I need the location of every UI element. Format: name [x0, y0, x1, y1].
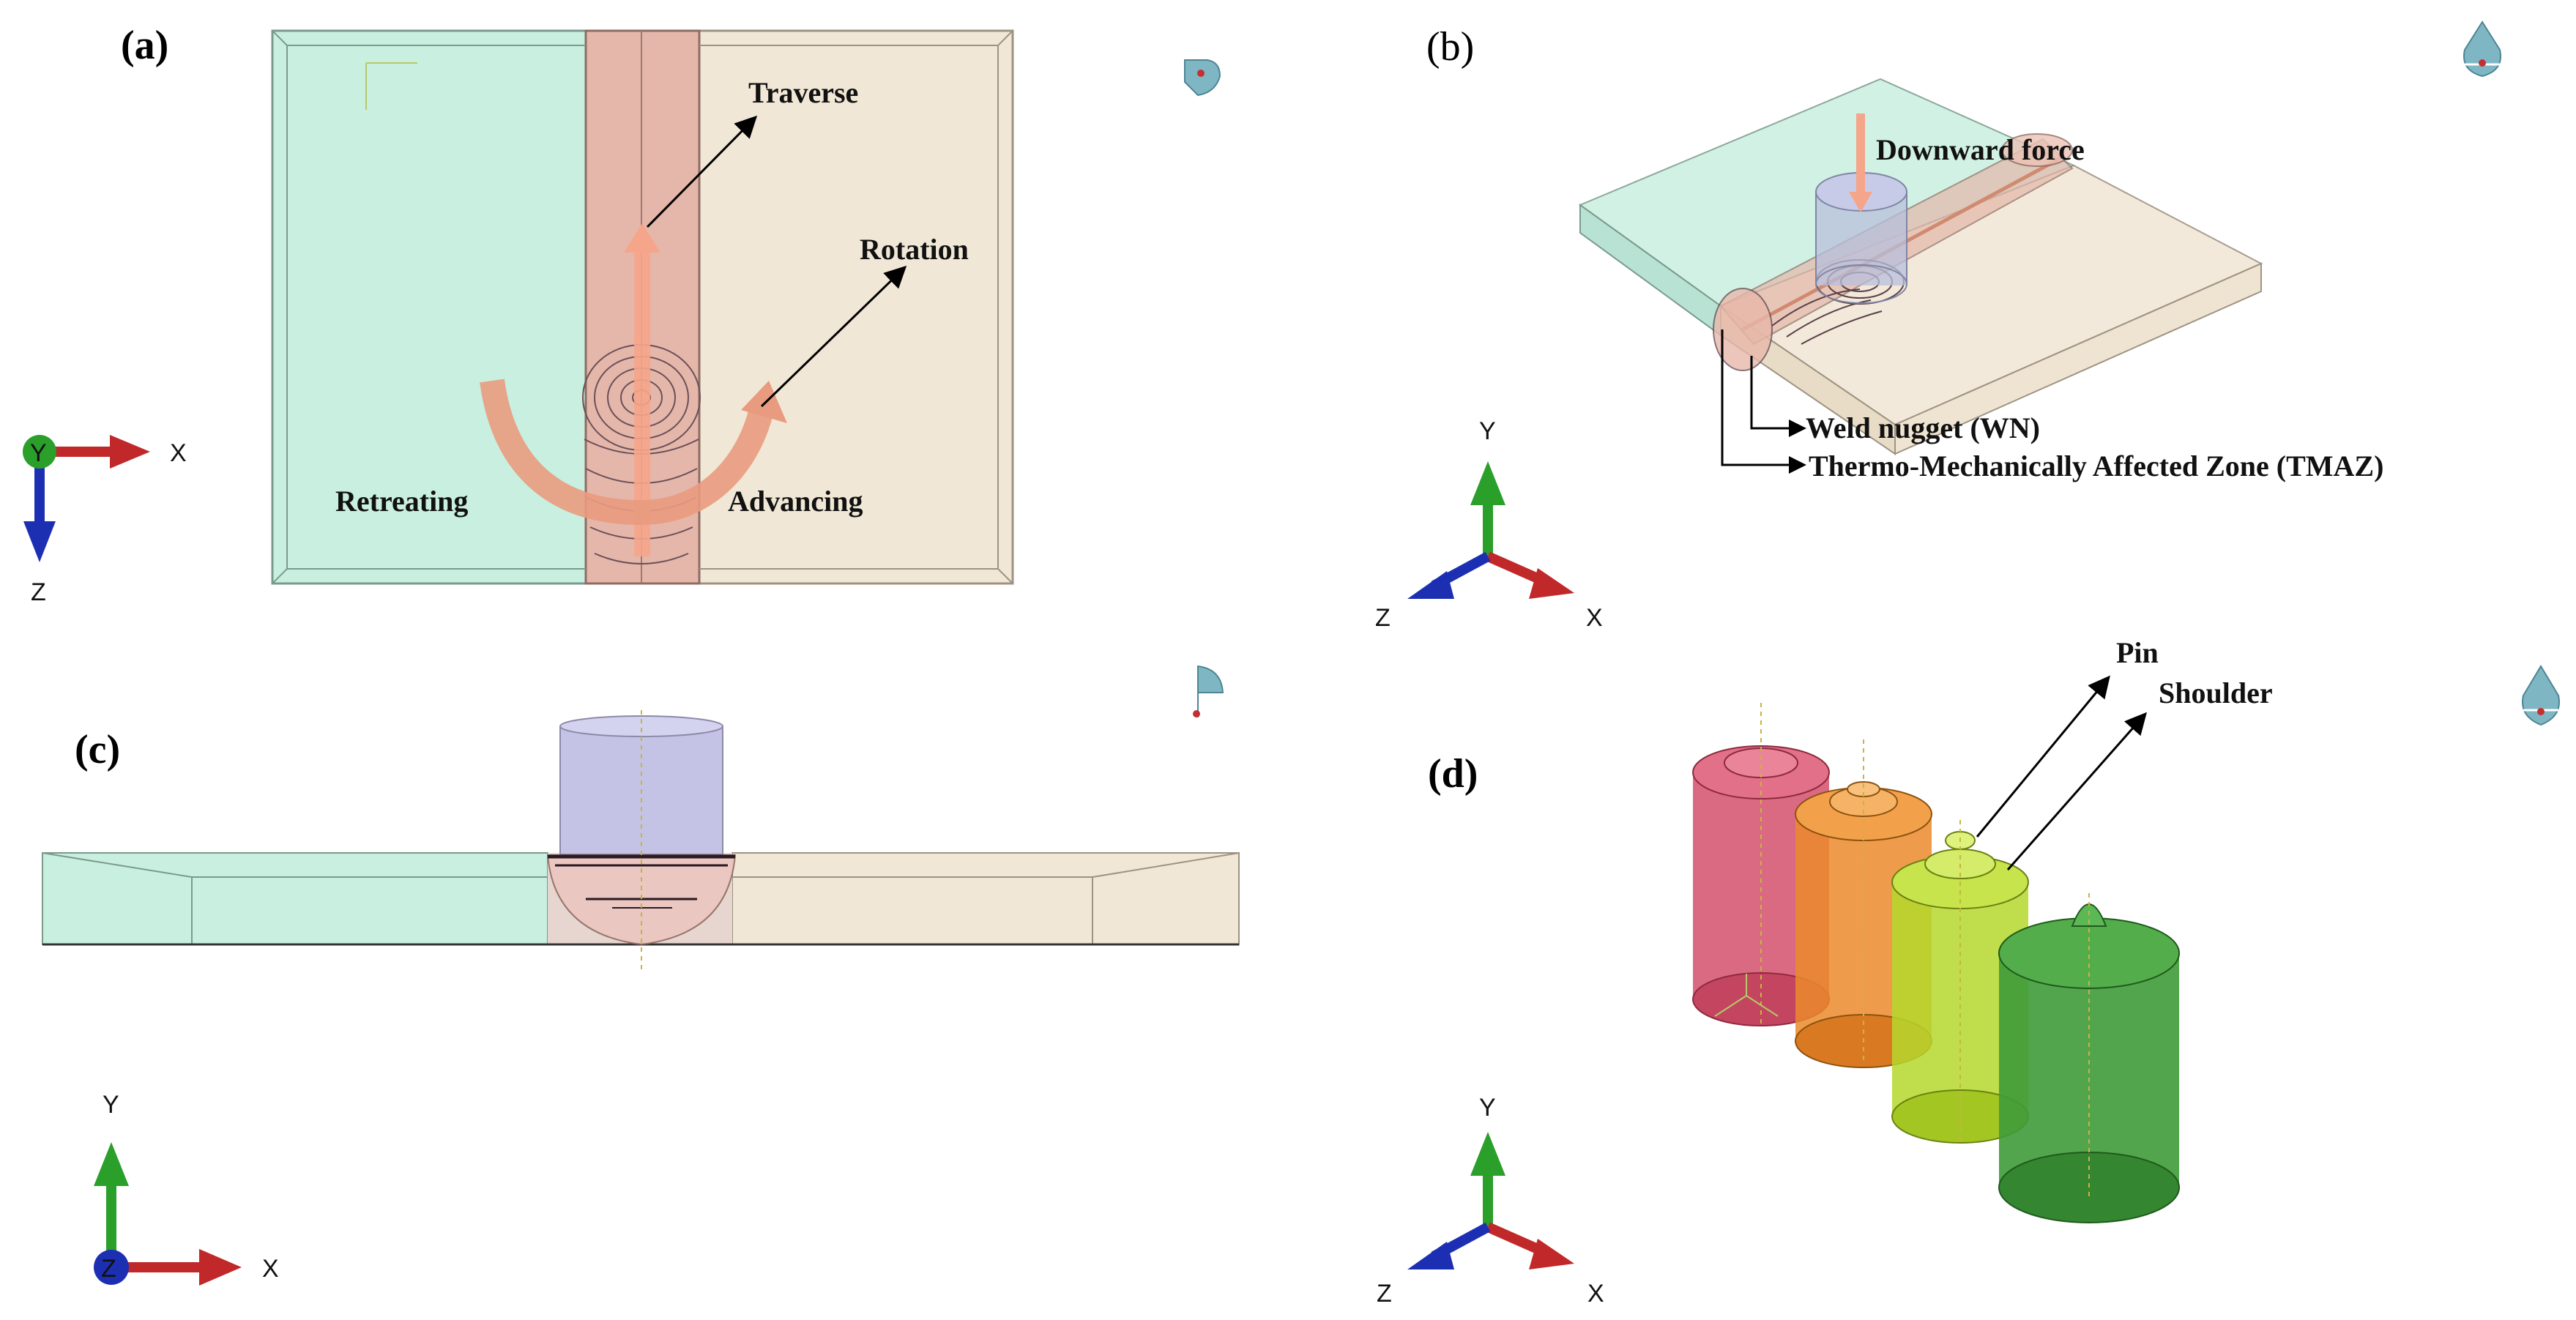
tmaz-label: Thermo-Mechanically Affected Zone (TMAZ) [1809, 450, 2383, 482]
retreating-plate-side [42, 852, 548, 945]
panel-c: (c) [42, 665, 1240, 1286]
triad-c-x-label: X [262, 1255, 279, 1283]
advancing-label: Advancing [728, 485, 863, 518]
panel-b: (b) [1375, 20, 2501, 632]
axis-triad-b: Y Z X [1375, 417, 1603, 632]
tmaz-leader [1721, 329, 1806, 474]
tool-body-c [546, 710, 737, 970]
triad-b-x-label: X [1586, 604, 1603, 632]
local-csys-d [1714, 974, 1779, 1017]
view-cube-icon-b [2463, 20, 2501, 78]
traverse-leader [646, 115, 758, 228]
triad-c-z-label: Z [101, 1255, 116, 1283]
tool-green [1998, 893, 2180, 1223]
triad-a-z-label: Z [31, 578, 46, 606]
panel-c-label: (c) [75, 727, 120, 772]
rotation-leader [760, 265, 907, 408]
panel-d-label: (d) [1428, 751, 1478, 797]
triad-a-x-label: X [170, 439, 187, 467]
pin-leader [1976, 675, 2110, 838]
advancing-plate-side [732, 852, 1240, 945]
local-csys-a [365, 62, 417, 110]
triad-a-center-label: Y [30, 439, 47, 467]
shoulder-leader [2006, 712, 2147, 870]
triad-b-y-label: Y [1479, 417, 1496, 445]
view-cube-icon-a [1184, 59, 1221, 97]
triad-c-y-label: Y [103, 1091, 119, 1119]
pin-label: Pin [2116, 636, 2159, 669]
view-cube-icon-d [2522, 665, 2560, 726]
axis-triad-a: Y X Z [23, 435, 187, 606]
triad-d-x-label: X [1587, 1280, 1604, 1308]
triad-d-z-label: Z [1377, 1280, 1392, 1308]
panel-b-label: (b) [1426, 24, 1474, 70]
retreating-label: Retreating [335, 485, 468, 518]
traverse-label: Traverse [748, 76, 858, 109]
panel-a-label: (a) [121, 23, 168, 68]
wn-leader [1750, 356, 1806, 437]
axis-triad-d: Y Z X [1377, 1094, 1604, 1308]
panel-a: (a) [23, 23, 1221, 606]
weld-nugget-label: Weld nugget (WN) [1806, 411, 2040, 444]
downward-force-arrow [1849, 113, 1872, 212]
downward-force-label: Downward force [1876, 133, 2085, 166]
triad-d-y-label: Y [1479, 1094, 1496, 1122]
triad-b-z-label: Z [1375, 604, 1391, 632]
axis-triad-c: Z Y X [94, 1091, 279, 1286]
panel-d: (d) [1377, 636, 2560, 1308]
rotation-arrow [480, 379, 787, 526]
view-cube-icon-c [1193, 665, 1224, 717]
shoulder-label: Shoulder [2159, 676, 2273, 709]
rotation-label: Rotation [860, 233, 969, 266]
traverse-arrow [624, 223, 660, 556]
